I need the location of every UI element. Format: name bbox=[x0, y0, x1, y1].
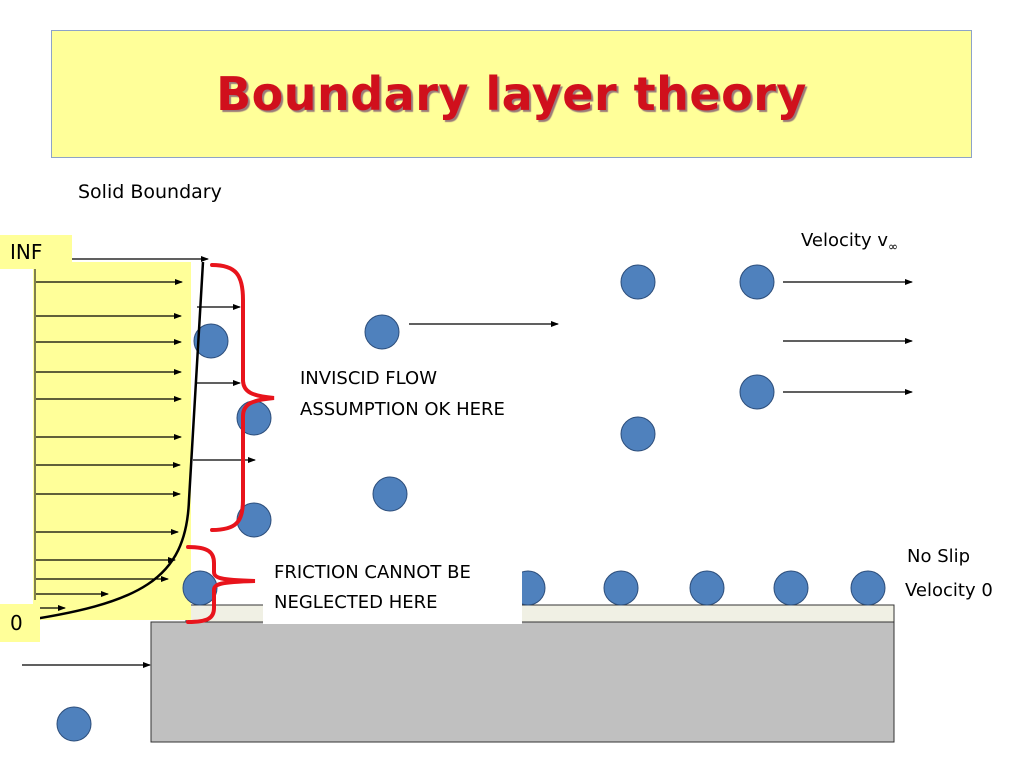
particle bbox=[193, 323, 229, 359]
infinity-marker: INF bbox=[0, 235, 72, 269]
velocity-zero-label: Velocity 0 bbox=[905, 580, 993, 601]
particle bbox=[739, 374, 775, 410]
title-banner: Boundary layer theory bbox=[51, 30, 972, 158]
fluid-particles bbox=[56, 264, 886, 742]
freestream-velocity-label: Velocity v∞ bbox=[801, 230, 898, 254]
particle bbox=[364, 314, 400, 350]
velocity-profile-curve bbox=[14, 261, 205, 624]
particle bbox=[603, 570, 639, 606]
particle bbox=[620, 416, 656, 452]
particle bbox=[620, 264, 656, 300]
solid-boundary-label: Solid Boundary bbox=[78, 181, 222, 203]
particle bbox=[56, 706, 92, 742]
particle bbox=[739, 264, 775, 300]
inviscid-region-brace bbox=[210, 263, 275, 532]
friction-label-box: FRICTION CANNOT BE NEGLECTED HERE bbox=[263, 553, 522, 624]
particle bbox=[773, 570, 809, 606]
slide-title: Boundary layer theory bbox=[216, 67, 807, 121]
profile-arrows bbox=[36, 256, 209, 611]
no-slip-label: No Slip bbox=[907, 546, 971, 567]
friction-line-2: NEGLECTED HERE bbox=[274, 592, 438, 613]
particle bbox=[850, 570, 886, 606]
freestream-arrows bbox=[409, 279, 913, 395]
inviscid-flow-label: INVISCID FLOW ASSUMPTION OK HERE bbox=[300, 363, 505, 425]
zero-marker: 0 bbox=[0, 604, 40, 642]
friction-region-brace bbox=[186, 545, 256, 624]
particle bbox=[182, 570, 218, 606]
friction-line-1: FRICTION CANNOT BE bbox=[274, 562, 471, 583]
infinity-subscript: ∞ bbox=[888, 239, 898, 254]
inviscid-line-1: INVISCID FLOW bbox=[300, 368, 437, 389]
inviscid-line-2: ASSUMPTION OK HERE bbox=[300, 399, 505, 420]
solid-wall bbox=[150, 621, 895, 743]
velocity-text: Velocity v bbox=[801, 230, 888, 251]
particle bbox=[689, 570, 725, 606]
particle bbox=[372, 476, 408, 512]
